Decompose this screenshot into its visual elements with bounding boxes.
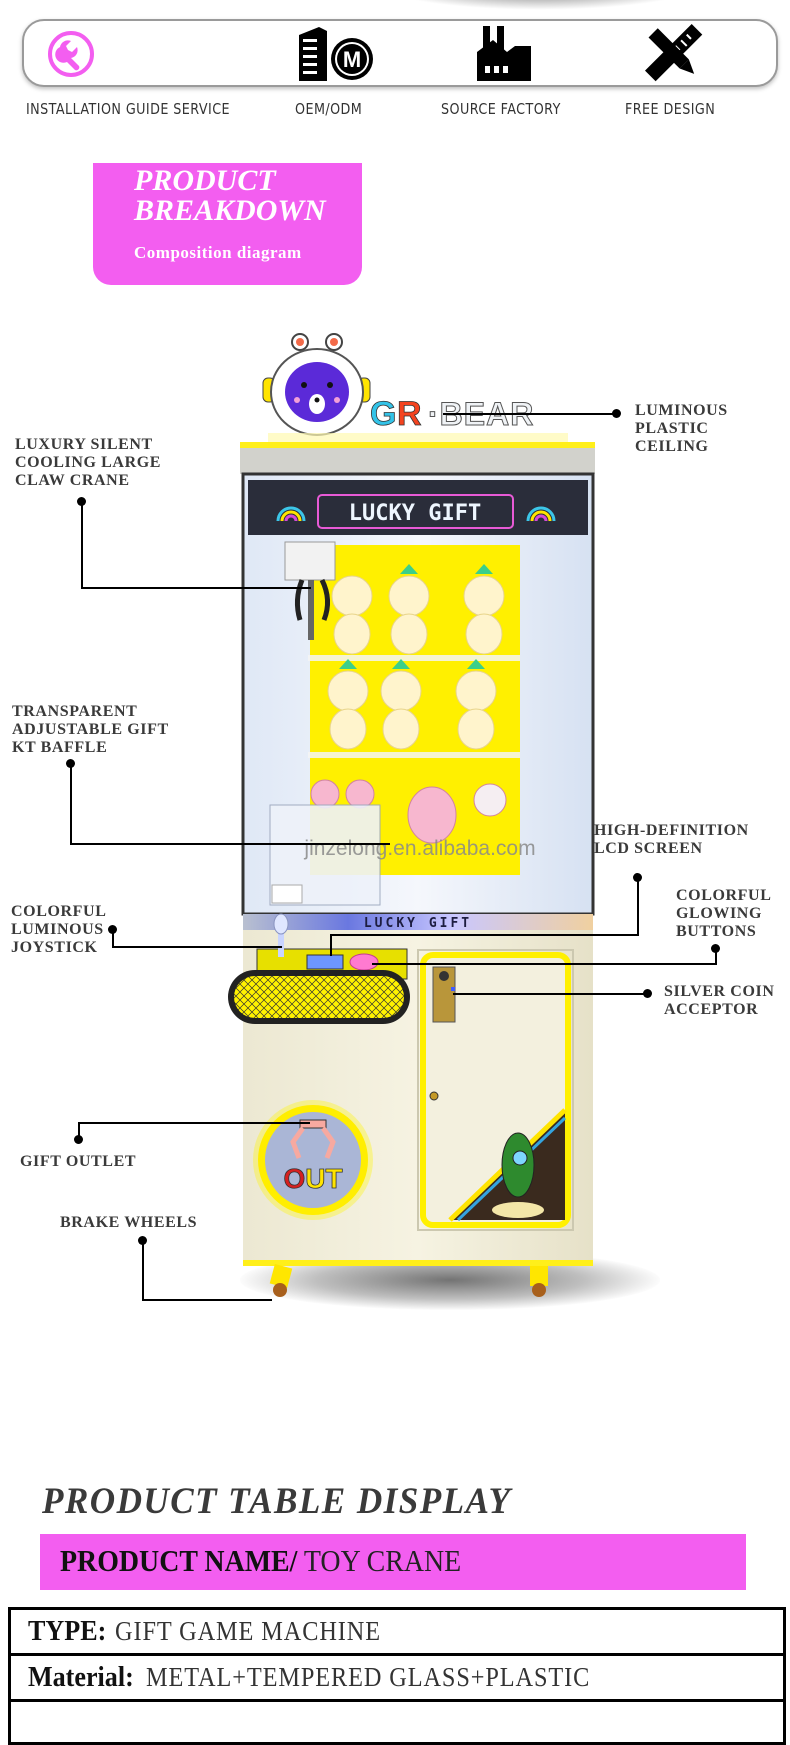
svg-text:LUCKY GIFT: LUCKY GIFT bbox=[364, 916, 472, 931]
callout-claw-crane: LUXURY SILENT COOLING LARGE CLAW CRANE bbox=[15, 436, 162, 489]
leader-line-coin bbox=[453, 993, 648, 995]
svg-text:G: G bbox=[370, 395, 396, 433]
claw-machine-svg: G R ·BEAR LUCKY GIFT bbox=[228, 333, 595, 1297]
breakdown-title: PRODUCT BREAKDOWN bbox=[134, 166, 326, 226]
callout-buttons: COLORFUL GLOWING BUTTONS bbox=[676, 887, 772, 940]
spec-row-empty bbox=[11, 1702, 783, 1745]
svg-text:M: M bbox=[343, 47, 361, 72]
leader-line-baffle-h bbox=[70, 843, 390, 845]
spec-value: METAL+TEMPERED GLASS+PLASTIC bbox=[145, 1662, 590, 1692]
leader-line-joystick-h bbox=[112, 946, 282, 948]
feature-label-design: FREE DESIGN bbox=[625, 100, 716, 118]
svg-text:LUCKY GIFT: LUCKY GIFT bbox=[349, 501, 481, 526]
spec-row-material: Material: METAL+TEMPERED GLASS+PLASTIC bbox=[11, 1656, 783, 1702]
pencil-ruler-icon bbox=[644, 24, 704, 82]
leader-line-lcd-v bbox=[637, 877, 639, 935]
spec-key: Material: bbox=[28, 1661, 134, 1693]
callout-dot-ceiling bbox=[612, 409, 621, 418]
leader-line-wheels-v bbox=[142, 1240, 144, 1300]
product-name-label: PRODUCT NAME/ bbox=[60, 1543, 298, 1578]
callout-dot-coin bbox=[643, 989, 652, 998]
leader-line-claw-h bbox=[81, 587, 311, 589]
callout-coin: SILVER COIN ACCEPTOR bbox=[664, 983, 775, 1018]
leader-line-ceiling bbox=[443, 413, 616, 415]
building-oem-icon: M bbox=[297, 25, 375, 83]
callout-baffle: TRANSPARENT ADJUSTABLE GIFT KT BAFFLE bbox=[12, 703, 169, 756]
breakdown-subtitle: Composition diagram bbox=[134, 243, 302, 262]
leader-line-wheels-h bbox=[142, 1299, 272, 1301]
feature-label-factory: SOURCE FACTORY bbox=[441, 100, 561, 118]
leader-line-baffle-v bbox=[70, 763, 72, 844]
leader-line-buttons-v bbox=[715, 948, 717, 964]
spec-value: GIFT GAME MACHINE bbox=[115, 1616, 381, 1646]
callout-outlet: GIFT OUTLET bbox=[20, 1153, 137, 1170]
callout-ceiling: LUMINOUS PLASTIC CEILING bbox=[635, 402, 728, 455]
callout-lcd: HIGH-DEFINITION LCD SCREEN bbox=[594, 822, 749, 857]
spec-table: TYPE: GIFT GAME MACHINE Material: METAL+T… bbox=[8, 1607, 786, 1745]
callout-dot-outlet bbox=[74, 1135, 83, 1144]
feature-label-installation: INSTALLATION GUIDE SERVICE bbox=[26, 100, 231, 118]
leader-line-lcd-drop bbox=[330, 934, 332, 956]
product-name-value: TOY CRANE bbox=[297, 1543, 462, 1578]
leader-line-outlet-h bbox=[78, 1122, 310, 1124]
table-display-title: PRODUCT TABLE DISPLAY bbox=[42, 1481, 512, 1522]
feature-bar bbox=[22, 19, 778, 87]
wrench-icon bbox=[46, 29, 96, 79]
factory-icon bbox=[475, 24, 535, 82]
leader-line-claw-v bbox=[81, 501, 83, 589]
product-name-bar bbox=[40, 1534, 746, 1590]
svg-text:R: R bbox=[397, 395, 422, 433]
feature-label-oem: OEM/ODM bbox=[295, 100, 363, 118]
leader-line-outlet-v bbox=[78, 1122, 80, 1136]
product-name: PRODUCT NAME/ TOY CRANE bbox=[60, 1543, 461, 1579]
breakdown-title-line1: PRODUCT bbox=[134, 164, 276, 197]
leader-line-lcd-h bbox=[330, 934, 639, 936]
top-decorative-shadow bbox=[380, 0, 700, 10]
spec-key: TYPE: bbox=[28, 1615, 107, 1647]
watermark: jinzelong.en.alibaba.com bbox=[303, 837, 535, 860]
claw-machine-illustration: G R ·BEAR LUCKY GIFT bbox=[228, 330, 608, 1330]
leader-line-buttons-h bbox=[372, 963, 717, 965]
spec-row-type: TYPE: GIFT GAME MACHINE bbox=[11, 1610, 783, 1656]
callout-joystick: COLORFUL LUMINOUS JOYSTICK bbox=[11, 903, 107, 956]
svg-text:OUT: OUT bbox=[283, 1163, 342, 1194]
callout-wheels: BRAKE WHEELS bbox=[60, 1214, 198, 1231]
breakdown-badge bbox=[93, 163, 362, 285]
breakdown-title-line2: BREAKDOWN bbox=[134, 194, 326, 227]
leader-line-joystick-v bbox=[112, 929, 114, 947]
